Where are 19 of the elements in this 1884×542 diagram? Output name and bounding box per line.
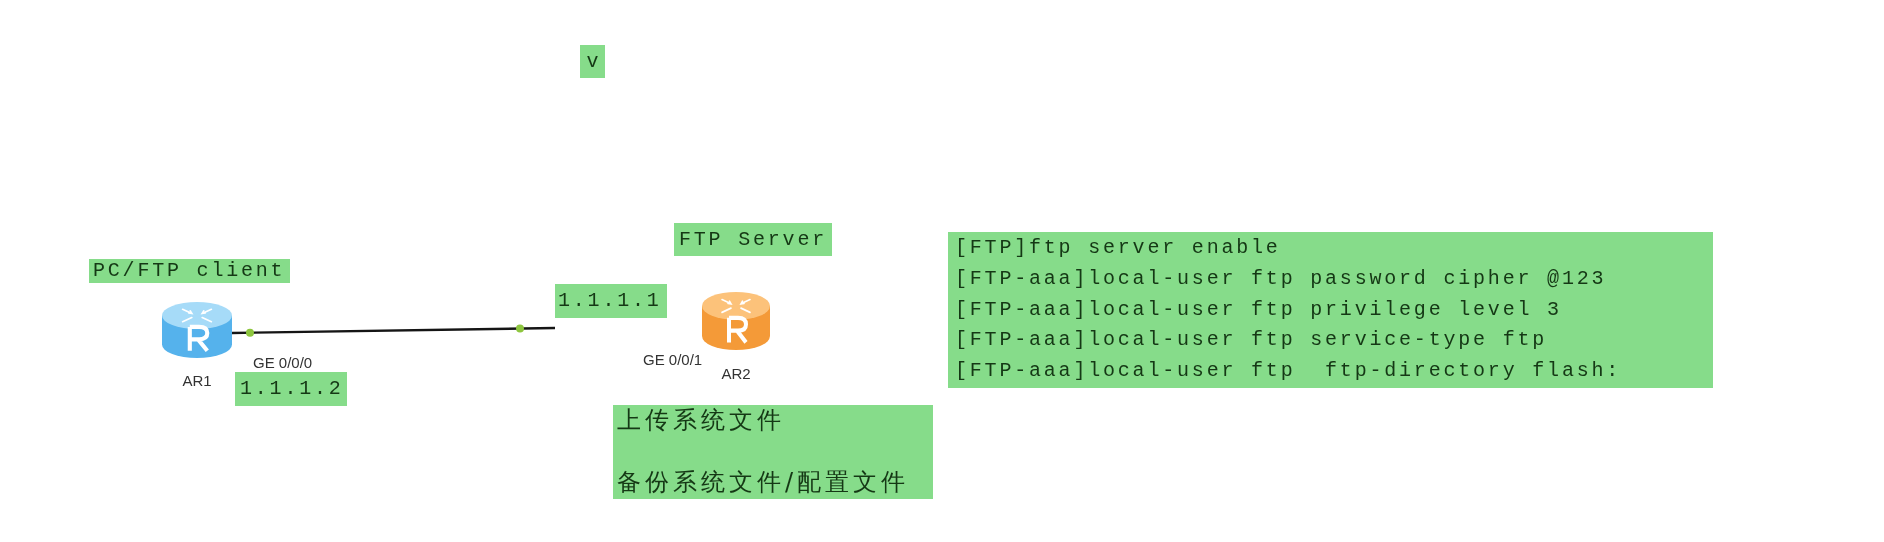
text-box: FTP Server xyxy=(674,223,832,256)
interface-label: GE 0/0/0 xyxy=(253,355,313,371)
note-line: 备份系统文件/配置文件 xyxy=(617,468,910,496)
note-line: 上传系统文件 xyxy=(617,406,785,434)
device-label: AR1 xyxy=(182,372,212,390)
command-line: [FTP]ftp server enable xyxy=(955,236,1281,259)
interface-label: GE 0/0/1 xyxy=(643,352,703,368)
command-line: [FTP-aaa]local-user ftp password cipher @123 xyxy=(955,266,1607,290)
command-panel xyxy=(948,232,1713,388)
text-box: v xyxy=(580,45,605,78)
command-line: [FTP-aaa]local-user ftp service-type ftp xyxy=(955,328,1548,352)
text-box: PC/FTP client xyxy=(89,259,290,283)
command-line: [FTP-aaa]local-user ftp ftp-directory flash: xyxy=(955,359,1622,383)
link-line xyxy=(232,324,555,337)
device-label: AR2 xyxy=(721,365,751,383)
ip-address-box: 1.1.1.2 xyxy=(235,372,347,406)
note-panel xyxy=(613,405,933,499)
ip-address-box: 1.1.1.1 xyxy=(555,284,667,318)
command-line: [FTP-aaa]local-user ftp privilege level 3 xyxy=(955,297,1562,321)
